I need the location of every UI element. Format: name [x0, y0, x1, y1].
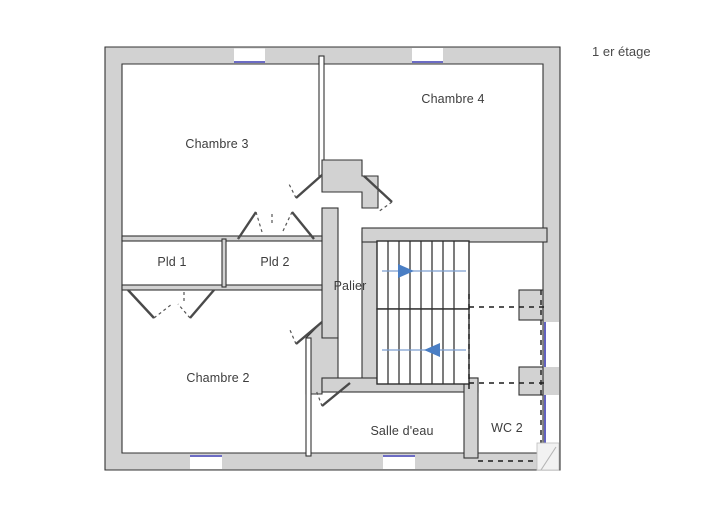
room-label-group: Chambre 3 Chambre 4 Pld 1 Pld 2 Palier C… — [157, 92, 523, 438]
dashed-zone-group — [468, 290, 547, 470]
door-pld-1-left — [127, 289, 173, 319]
room-label-chambre-3: Chambre 3 — [185, 137, 248, 151]
partition-closet-divider — [221, 238, 227, 288]
stair-direction-arrow-down — [382, 343, 466, 357]
room-label-palier: Palier — [334, 279, 367, 293]
partition-salledeau-east — [463, 377, 479, 459]
room-label-wc-2: WC 2 — [491, 421, 523, 435]
wall-stub-wc2-upper — [518, 289, 544, 321]
window-gap-bottom-chambre2 — [190, 455, 222, 469]
partition-palier-top — [321, 159, 379, 209]
room-label-pld-2: Pld 2 — [260, 255, 289, 269]
door-wc-2 — [536, 442, 560, 471]
partition-stairwell-north — [361, 227, 548, 243]
door-salle-deau — [315, 382, 351, 407]
door-pld-2-left — [237, 211, 263, 240]
door-chambre-3 — [287, 174, 323, 199]
partition-chambre2-east-lower — [305, 337, 312, 457]
door-pld-2-right — [282, 211, 315, 240]
stair-steps-upper — [387, 241, 455, 309]
wall-stub-wc2-lower — [518, 366, 544, 396]
window-gap-right-upper — [544, 322, 559, 367]
door-chambre-4 — [363, 175, 393, 213]
sheet-title: 1 er étage — [592, 44, 651, 59]
partition-chambre3-chambre4 — [318, 55, 325, 177]
window-gap-top-chambre4 — [412, 48, 443, 63]
room-label-pld-1: Pld 1 — [157, 255, 186, 269]
partition-palier-left — [321, 207, 339, 339]
room-label-chambre-4: Chambre 4 — [421, 92, 484, 106]
staircase-group — [376, 240, 470, 385]
door-group — [127, 174, 560, 471]
door-pld-1-right — [177, 289, 215, 319]
window-group — [190, 47, 559, 469]
stair-outline-lower — [376, 308, 470, 385]
window-gap-bottom-salledeau — [383, 455, 415, 469]
room-label-chambre-2: Chambre 2 — [186, 371, 249, 385]
stair-steps-lower — [387, 309, 455, 384]
window-gap-right-lower — [544, 395, 559, 443]
window-gap-top-chambre3 — [234, 48, 265, 63]
stair-direction-arrow-up — [382, 264, 466, 278]
room-label-salle-deau: Salle d'eau — [370, 424, 433, 438]
door-chambre-2 — [289, 321, 323, 345]
stair-outline-upper — [376, 240, 470, 310]
partition-palier-right — [361, 231, 379, 381]
